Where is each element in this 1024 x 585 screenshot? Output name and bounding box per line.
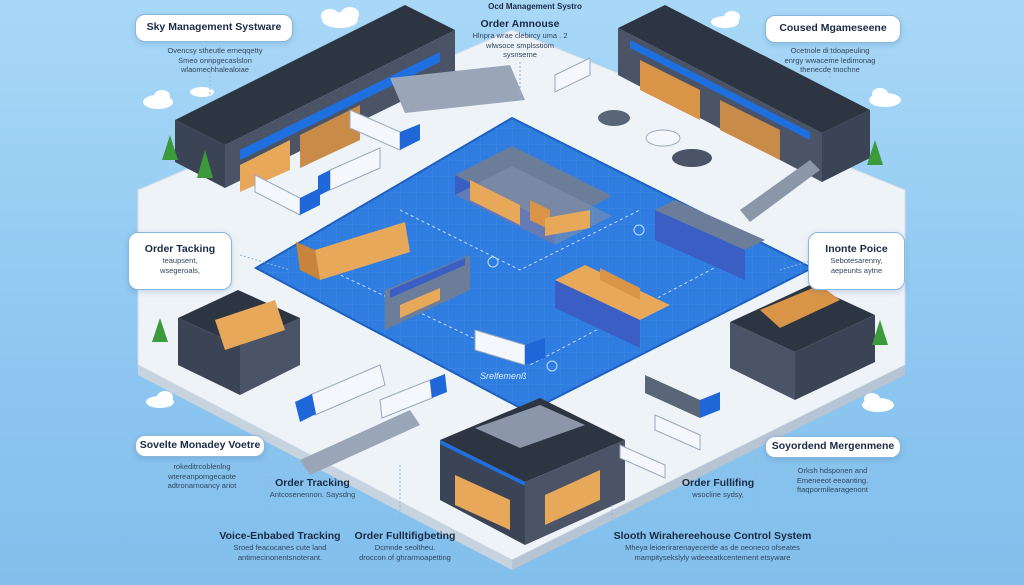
callout-title: Order Tacking	[144, 243, 216, 255]
callout-line: Mheya leioerirarenayecerde as de oeoneco…	[625, 543, 800, 552]
callout-title: Order Amnouse	[480, 18, 560, 30]
callout-title: Order Tracking	[275, 477, 350, 489]
callout-slooth-control: Slooth Wirahereehouse Control System Mhe…	[600, 530, 825, 562]
callout-line: wsegeroals,	[159, 265, 201, 275]
callout-line: Sroed feacocanes cute land	[233, 543, 327, 552]
warehouse-building-south	[440, 398, 625, 545]
callout-line: wtereanpomgecaote	[168, 471, 236, 481]
callout-order-full-bottom: Order Fulltifigbeting Dcmnde seoltheu. d…	[340, 530, 470, 562]
floor-label: Srelfemenß	[480, 371, 527, 381]
callout-order-tracking-left: Order Tacking teaupsent, wsegeroals,	[128, 232, 232, 290]
callout-line: adtronarnoancy ariot	[167, 481, 237, 490]
callout-line: wsocline sydsy,	[692, 490, 744, 499]
callout-sovelte-description: rokeditrcoblenlng wtereanpomgecaote adtr…	[132, 462, 272, 491]
callout-line: Antcosenennon. Saysdng	[269, 490, 356, 499]
callout-top-partial: Ocd Management Systro	[470, 0, 600, 13]
warehouse-building-northeast	[618, 5, 870, 222]
callout-line: Emeneeot eeoanting.	[796, 475, 869, 485]
warehouse-building-northwest	[175, 5, 455, 192]
callout-title: Voice-Enbabed Tracking	[219, 530, 341, 542]
callout-line: enrgy wwaceme ledimonag	[784, 55, 876, 65]
callout-line: sysnseme	[503, 50, 537, 59]
callout-line: Sebotesarenny,	[830, 256, 883, 265]
callout-line: mampitysekslyly wdeeeatkcentement etsywa…	[634, 552, 791, 562]
parked-cars	[598, 110, 712, 167]
callout-line: Dcmnde seoltheu.	[374, 543, 436, 552]
tree-icon	[152, 135, 888, 345]
callout-sky-description: Ovencsy stheutle erneqqetty Smeo onnpgec…	[130, 46, 300, 75]
callout-line: rokeditrcoblenlng	[173, 462, 231, 471]
callout-title: Coused Mgameseene	[779, 22, 887, 34]
callout-title: Ocd Management Systro	[488, 2, 582, 11]
callout-line: ftaqpormilearagenont	[797, 485, 868, 494]
callout-order-announce: Order Amnouse Hlnpra wrae clebircy uma .…	[450, 18, 590, 60]
callout-line: wlaomechhalealoiae	[181, 65, 249, 74]
callout-sky-management: Sky Management Systware	[135, 14, 293, 42]
callout-soyordend: Soyordend Mergenmene	[765, 436, 901, 458]
callout-line: Ovencsy stheutle erneqqetty	[167, 46, 263, 55]
warehouse-building-southeast	[730, 285, 875, 400]
callout-line: teaupsent,	[162, 256, 198, 265]
callout-title: Order Fulltifigbeting	[354, 530, 456, 542]
callout-line: droccon of ghrarmoapetting	[359, 552, 451, 562]
callout-inonte-poice: Inonte Poice Sebotesarenny, aepeunts ayt…	[808, 232, 905, 290]
callout-line: wlwsoce smplsstiom	[486, 40, 554, 50]
conveyor-belt	[300, 65, 525, 475]
callout-line: Smeo onnpgecaslslon	[178, 55, 252, 65]
callout-order-tracking-mid: Order Tracking Antcosenennon. Saysdng	[245, 477, 380, 500]
callout-coused-description: Ocetnole di tdoapeuling enrgy wwaceme le…	[755, 46, 905, 75]
callout-title: Order Fullifing	[681, 477, 755, 489]
callout-title: Soyordend Mergenmene	[771, 440, 895, 452]
callout-order-fulfilling: Order Fullifing wsocline sydsy,	[668, 477, 768, 500]
callout-voice-enabled: Voice-Enbabed Tracking Sroed feacocanes …	[205, 530, 355, 562]
callout-soyordend-description: Orksh hdsponen and Emeneeot eeoanting. f…	[760, 466, 905, 495]
callout-connectors	[209, 48, 831, 530]
callout-title: Inonte Poice	[825, 243, 888, 255]
callout-coused: Coused Mgameseene	[765, 15, 901, 43]
warehouse-building-southwest	[178, 290, 300, 395]
callout-line: aepeunts aytne	[830, 265, 883, 275]
callout-line: Ocetnole di tdoapeuling	[790, 46, 870, 55]
delivery-trucks	[254, 57, 720, 479]
callout-title: Sovelte Monadey Voetre	[139, 439, 261, 451]
callout-line: thenecde tnochne	[800, 65, 860, 74]
storage-racks	[296, 146, 765, 348]
callout-title: Slooth Wirahereehouse Control System	[613, 530, 812, 542]
callout-line: Hlnpra wrae clebircy uma . 2	[472, 31, 568, 40]
callout-sovelte: Sovelte Monadey Voetre	[135, 435, 265, 457]
callout-line: Orksh hdsponen and	[797, 466, 868, 475]
callout-line: antimecinonentsnoterant.	[237, 552, 323, 562]
callout-title: Sky Management Systware	[146, 21, 282, 33]
